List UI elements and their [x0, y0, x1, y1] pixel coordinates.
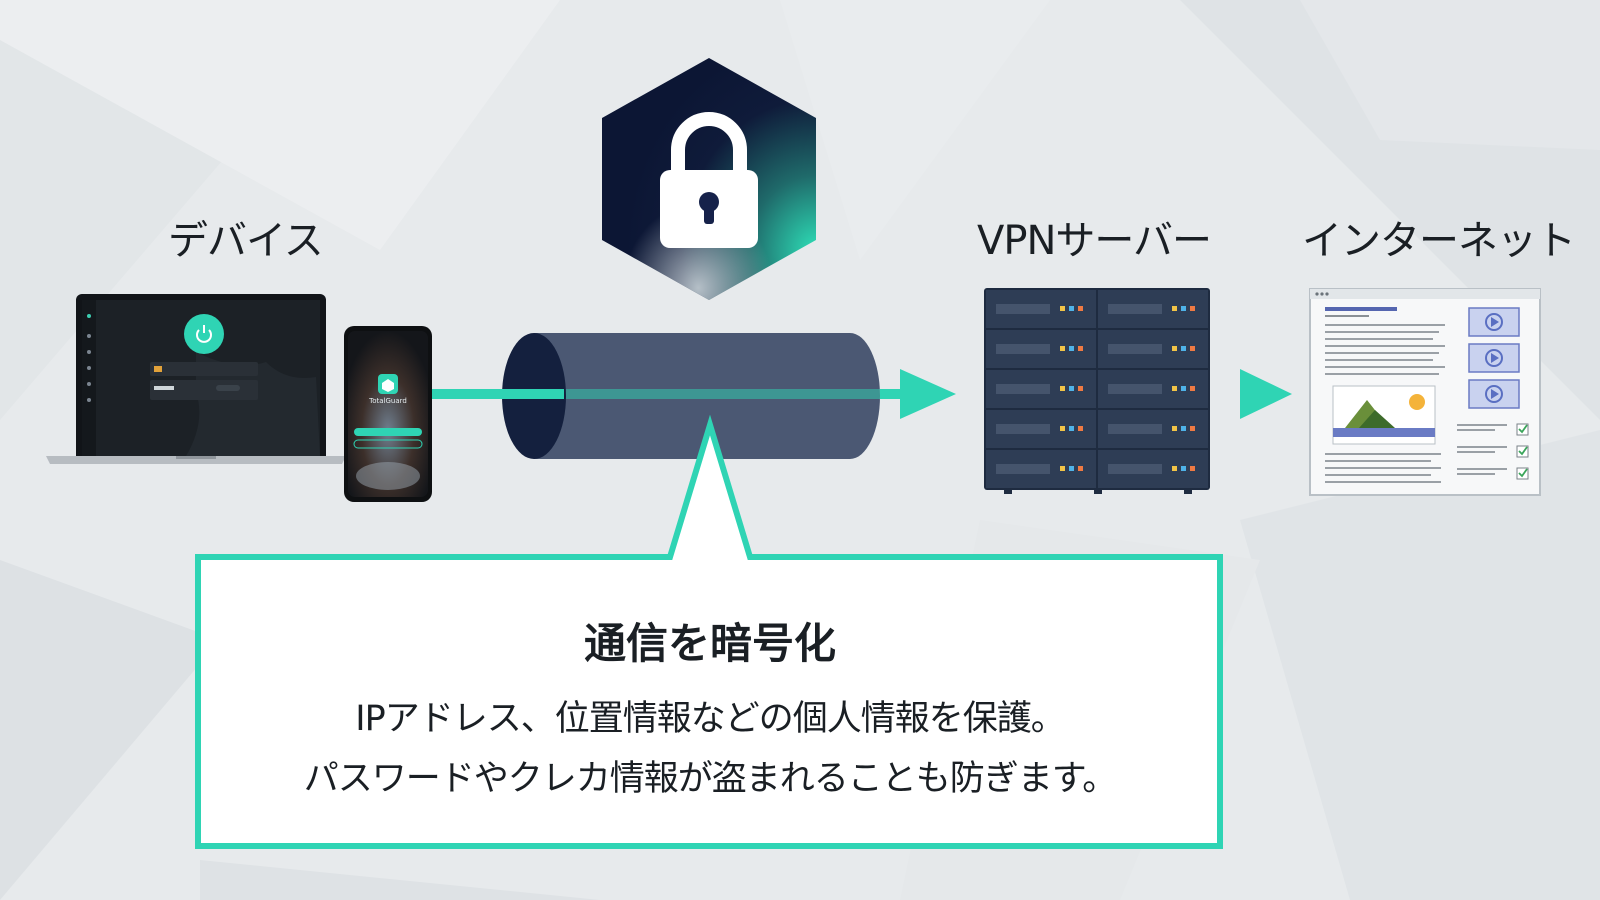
power-icon[interactable]	[184, 314, 224, 354]
arrow-to-server	[900, 369, 956, 419]
lock-badge	[602, 58, 816, 300]
check-icon	[1516, 423, 1529, 436]
phone-brand: TotalGuard	[368, 397, 407, 405]
play-icon[interactable]	[1468, 307, 1520, 337]
vpn-server-label: VPNサーバー	[977, 218, 1212, 264]
play-icon[interactable]	[1468, 343, 1520, 373]
internet-browser-illustration	[1309, 288, 1541, 496]
callout-line-1: IPアドレス、位置情報などの個人情報を保護。	[355, 699, 1065, 739]
check-icon	[1516, 445, 1529, 458]
internet-label: インターネット	[1302, 218, 1576, 264]
device-label: デバイス	[168, 218, 324, 264]
phone-illustration: TotalGuard	[344, 326, 432, 502]
callout-title: 通信を暗号化	[583, 619, 836, 668]
play-icon[interactable]	[1468, 379, 1520, 409]
lock-icon	[660, 112, 758, 248]
check-icon	[1516, 467, 1529, 480]
arrow-to-internet	[1240, 369, 1292, 419]
laptop-illustration	[46, 294, 346, 464]
callout-line-2: パスワードやクレカ情報が盗まれることも防ぎます。	[303, 759, 1118, 799]
vpn-server-illustration	[984, 288, 1210, 494]
image-thumbnail	[1332, 385, 1436, 445]
